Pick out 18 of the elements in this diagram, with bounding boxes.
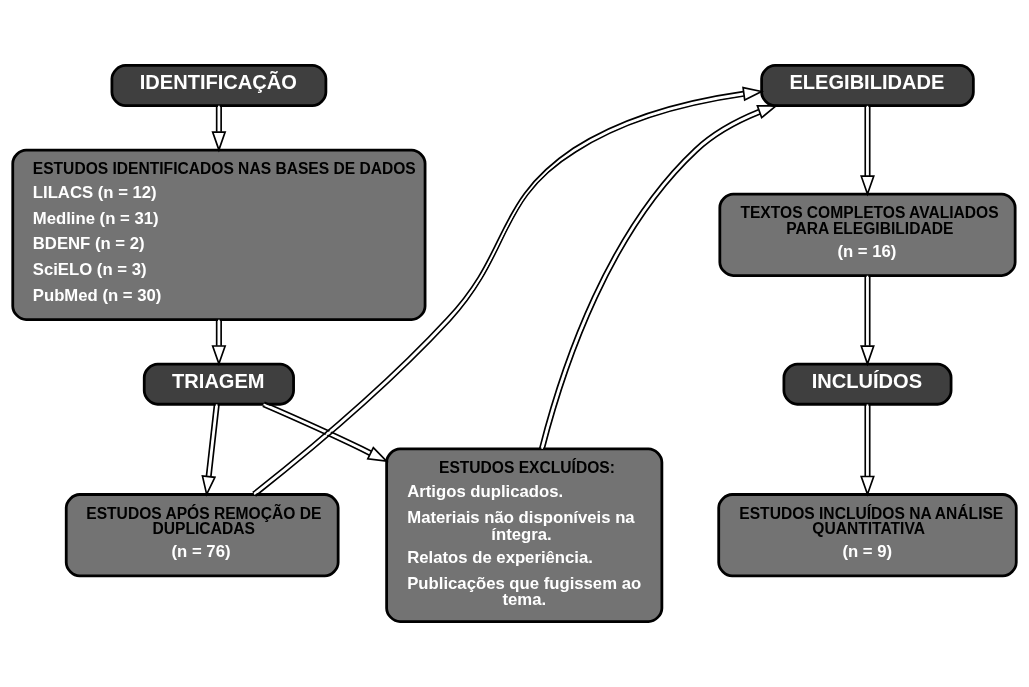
node-box: ESTUDOS APÓS REMOÇÃO DE DUPLICADAS (n = 76)	[64, 493, 340, 578]
node-box: TRIAGEM	[142, 362, 295, 406]
node-box: ELEGIBILIDADE	[760, 64, 975, 107]
arrow	[538, 104, 779, 451]
node-box: ESTUDOS EXCLUÍDOS: Artigos duplicados. Materiais não disponíveis na íntegra. Relatos de experiência. Publicações que fugissem ao tema.	[385, 447, 664, 623]
node-box: IDENTIFICAÇÃO	[110, 64, 328, 107]
arrow	[261, 401, 389, 463]
node-box: ESTUDOS IDENTIFICADOS NAS BASES DE DADOS LILACS (n = 12) Medline (n = 31) BDENF (n = 2) SciELO (n = 3) PubMed (n = 30)	[11, 148, 427, 321]
node-box: INCLUÍDOS	[782, 362, 953, 406]
arrow	[211, 319, 227, 367]
node-box: ESTUDOS INCLUÍDOS NA ANÁLISE QUANTITATIVA (n = 9)	[717, 493, 1018, 578]
arrow	[860, 274, 875, 367]
arrow	[251, 86, 765, 497]
node-box: TEXTOS COMPLETOS AVALIADOS PARA ELEGIBILIDADE (n = 16)	[718, 192, 1017, 277]
arrow	[211, 105, 227, 153]
arrow	[860, 403, 875, 497]
arrow	[201, 403, 220, 497]
arrow	[860, 105, 875, 197]
